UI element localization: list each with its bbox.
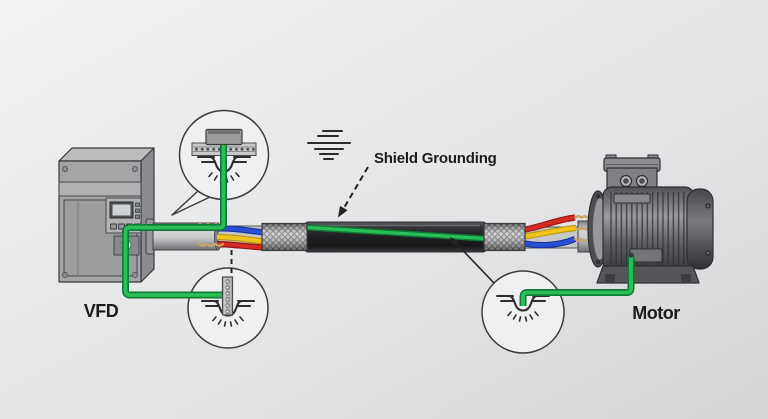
electrode-holes: [225, 279, 230, 314]
flange-bolt: [595, 259, 601, 265]
callout-circle: [481, 270, 565, 354]
foot-slot: [681, 274, 691, 283]
motor-ground-terminal: [628, 252, 634, 258]
earth-symbol-icon: [307, 130, 351, 160]
vfd-side-face: [140, 147, 155, 283]
vfd-display-screen: [112, 204, 131, 216]
gland-hole-center: [639, 178, 645, 184]
pointer-arrowhead: [450, 237, 460, 247]
vfd-side-buttons: [135, 202, 140, 219]
vfd-top-face: [58, 147, 155, 162]
junction-box-base: [606, 167, 658, 189]
vfd-drive: [58, 147, 155, 283]
motor-feet: [596, 265, 700, 284]
vfd-vent-band: [58, 181, 142, 197]
motor-rear-cap: [686, 188, 714, 270]
motor-lower-plate: [629, 248, 663, 263]
shield-braid-left: [261, 222, 308, 252]
cap-bolt: [705, 203, 711, 209]
grounding-electrode-icon: [221, 276, 234, 316]
motor-nameplate: [613, 193, 651, 204]
motor-label: Motor: [632, 303, 680, 323]
vfd-corner-screws: [62, 166, 138, 278]
vfd-label: VFD: [84, 301, 119, 321]
annotation-lines: [230, 166, 495, 284]
motor: [587, 154, 714, 284]
gland-hole-center: [623, 178, 629, 184]
motor-junction-box: [603, 154, 661, 189]
motor-ground-callout: [481, 270, 565, 354]
shield-grounding-label: Shield Grounding: [374, 150, 497, 167]
cap-bolt: [705, 250, 711, 256]
foot-slot: [605, 274, 615, 283]
shield-braid-right: [483, 222, 526, 252]
clamp-top-strip: [208, 130, 240, 134]
dashed-shield-pointer: [340, 166, 369, 214]
flange-bolt: [595, 193, 601, 199]
callout-pointer-line: [451, 238, 495, 284]
dashed-arrowhead: [338, 205, 348, 218]
